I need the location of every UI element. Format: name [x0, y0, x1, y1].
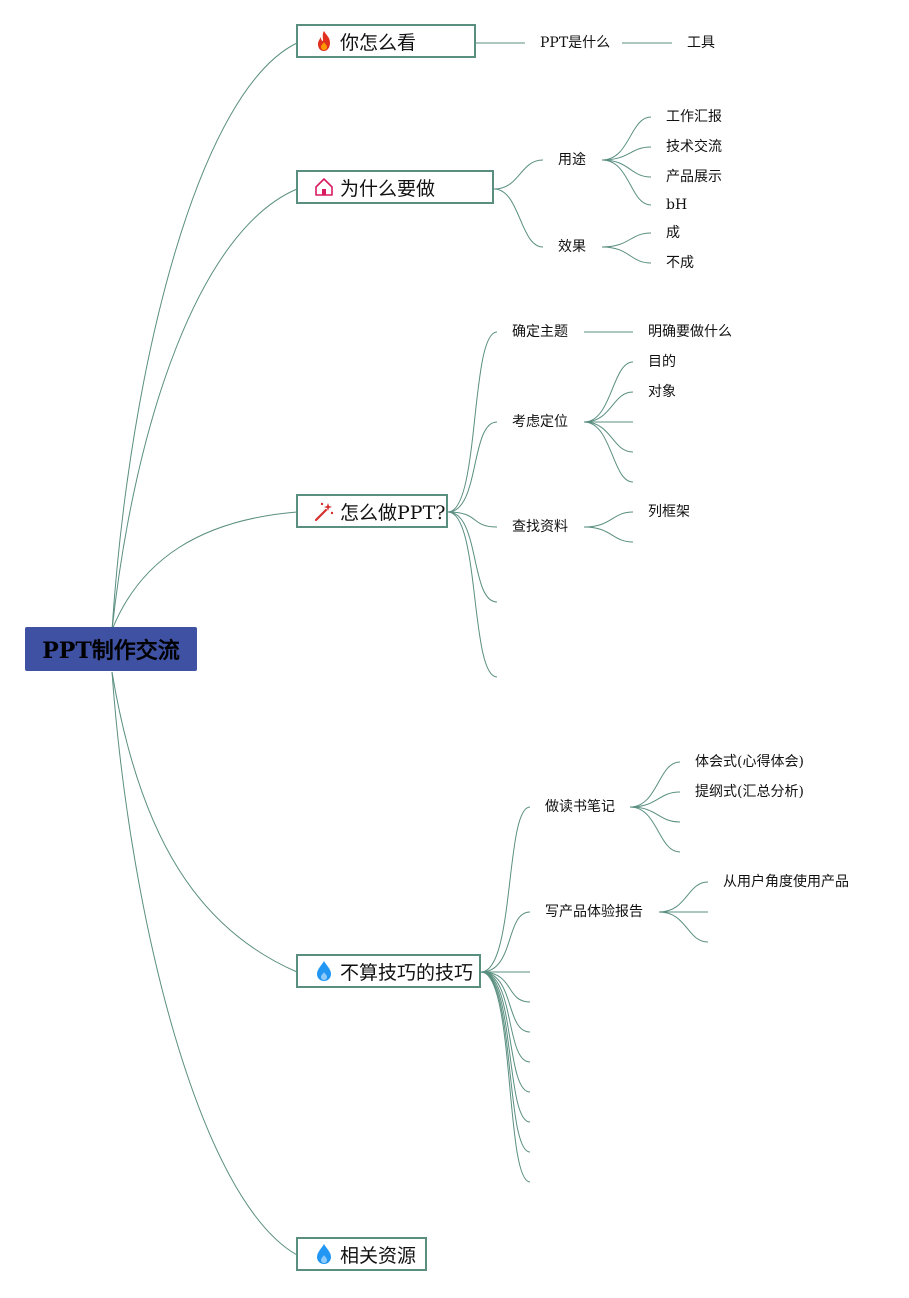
topic-how-do-you-see[interactable]: 你怎么看 [296, 24, 476, 58]
node-topic-confirm[interactable]: 确定主题 [512, 324, 568, 340]
node-purpose[interactable]: 目的 [648, 354, 676, 370]
node-success[interactable]: 成 [666, 225, 680, 241]
node-usage[interactable]: 用途 [558, 152, 586, 168]
node-fail[interactable]: 不成 [666, 255, 694, 271]
topic-label: 怎么做PPT? [340, 501, 446, 524]
node-user-angle[interactable]: 从用户角度使用产品 [723, 874, 849, 890]
topic-label: 你怎么看 [340, 31, 417, 54]
magic-wand-icon [314, 500, 334, 522]
node-product-show[interactable]: 产品展示 [666, 169, 722, 185]
node-work-report[interactable]: 工作汇报 [666, 109, 722, 125]
node-audience[interactable]: 对象 [648, 384, 676, 400]
node-effect[interactable]: 效果 [558, 239, 586, 255]
topic-label: 相关资源 [340, 1244, 417, 1267]
node-outline-style[interactable]: 提纲式(汇总分析) [695, 784, 804, 800]
node-tool[interactable]: 工具 [687, 35, 715, 51]
fire-icon [314, 30, 334, 52]
topic-related-resources[interactable]: 相关资源 [296, 1237, 427, 1271]
node-product-report[interactable]: 写产品体验报告 [545, 904, 643, 920]
root-node[interactable]: PPT制作交流 [25, 627, 197, 671]
water-drop-icon [314, 960, 334, 982]
node-bh[interactable]: bH [666, 197, 688, 213]
node-search[interactable]: 查找资料 [512, 519, 568, 535]
node-experience-style[interactable]: 体会式(心得体会) [695, 754, 804, 770]
node-tech-exchange[interactable]: 技术交流 [666, 139, 722, 155]
root-label: PPT制作交流 [42, 638, 180, 664]
water-drop-icon [314, 1243, 334, 1265]
topic-non-skill-skills[interactable]: 不算技巧的技巧 [296, 954, 481, 988]
topic-label: 为什么要做 [340, 177, 436, 200]
topic-how-to-make-ppt[interactable]: 怎么做PPT? [296, 494, 448, 528]
house-icon [314, 176, 334, 198]
topic-why-do-it[interactable]: 为什么要做 [296, 170, 494, 204]
node-framework[interactable]: 列框架 [648, 504, 690, 520]
node-reading-notes[interactable]: 做读书笔记 [545, 799, 615, 815]
node-positioning[interactable]: 考虑定位 [512, 414, 568, 430]
node-clarify[interactable]: 明确要做什么 [648, 324, 732, 340]
topic-label: 不算技巧的技巧 [340, 961, 474, 984]
node-ppt-what[interactable]: PPT是什么 [540, 35, 611, 51]
